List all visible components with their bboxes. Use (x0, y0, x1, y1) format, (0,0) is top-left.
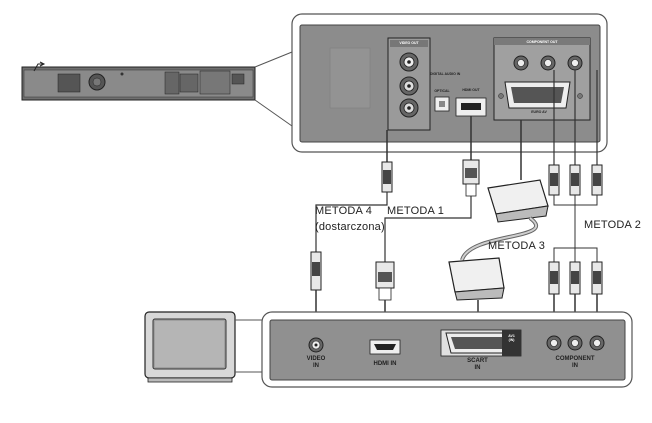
player-digital-audio-label: DIGITAL AUDIO IN (430, 72, 461, 76)
player-optical-label: OPTICAL (434, 89, 450, 93)
method-3-label: METODA 3 (488, 240, 546, 252)
method-4-label: METODA 4 (315, 205, 373, 217)
method-2-label: METODA 2 (584, 219, 642, 231)
television (144, 311, 236, 383)
player-rear-panel-zoom (291, 13, 608, 153)
player-video-out-label: VIDEO OUT (399, 41, 419, 45)
method-4-note: (dostarczona) (315, 221, 385, 233)
player-component-out-label: COMPONENT OUT (526, 40, 558, 44)
method-1-label: METODA 1 (387, 205, 445, 217)
player-hdmi-out-label: HDMI OUT (462, 88, 480, 92)
dvd-player-rear-view (21, 61, 256, 101)
tv-input-panel (261, 311, 633, 388)
tv-av-label: AV1(IN) (508, 334, 515, 342)
tv-hdmi-in-label: HDMI IN (373, 361, 397, 367)
player-euroav-label: EURO AV (531, 110, 547, 114)
